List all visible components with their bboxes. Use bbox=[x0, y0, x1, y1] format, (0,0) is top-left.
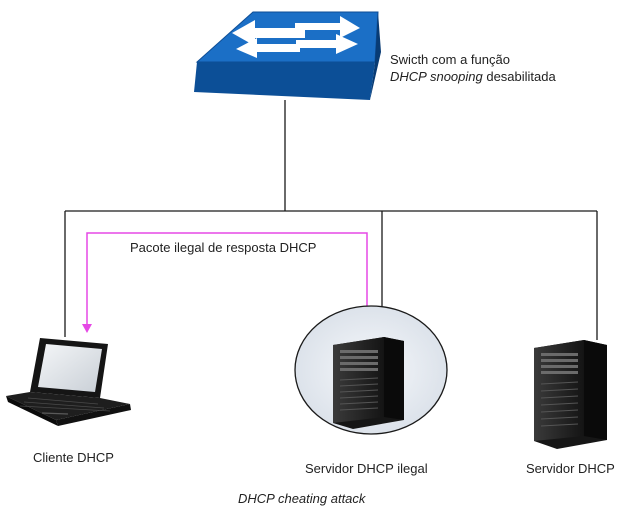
switch-front-face bbox=[194, 62, 375, 100]
server-tower-icon bbox=[534, 340, 607, 449]
switch-label: Swicth com a função DHCP snooping desabi… bbox=[390, 51, 556, 85]
switch-right-face bbox=[370, 12, 381, 100]
switch-label-rest: desabilitada bbox=[482, 69, 556, 84]
switch-label-italic: DHCP snooping bbox=[390, 69, 483, 84]
server-tower-icon-rogue bbox=[333, 337, 404, 429]
network-links bbox=[64, 100, 598, 340]
client-label: Cliente DHCP bbox=[33, 450, 114, 465]
switch-arrows-icon bbox=[232, 16, 360, 58]
switch-label-line2: DHCP snooping desabilitada bbox=[390, 68, 556, 85]
network-switch-icon bbox=[194, 11, 381, 100]
diagram-caption: DHCP cheating attack bbox=[238, 491, 366, 506]
illegal-packet-path bbox=[82, 232, 368, 333]
laptop-icon bbox=[6, 338, 131, 426]
packet-label: Pacote ilegal de resposta DHCP bbox=[130, 240, 317, 255]
rogue-server-label: Servidor DHCP ilegal bbox=[305, 461, 428, 476]
switch-label-line1: Swicth com a função bbox=[390, 52, 510, 67]
server-label: Servidor DHCP bbox=[526, 461, 615, 476]
